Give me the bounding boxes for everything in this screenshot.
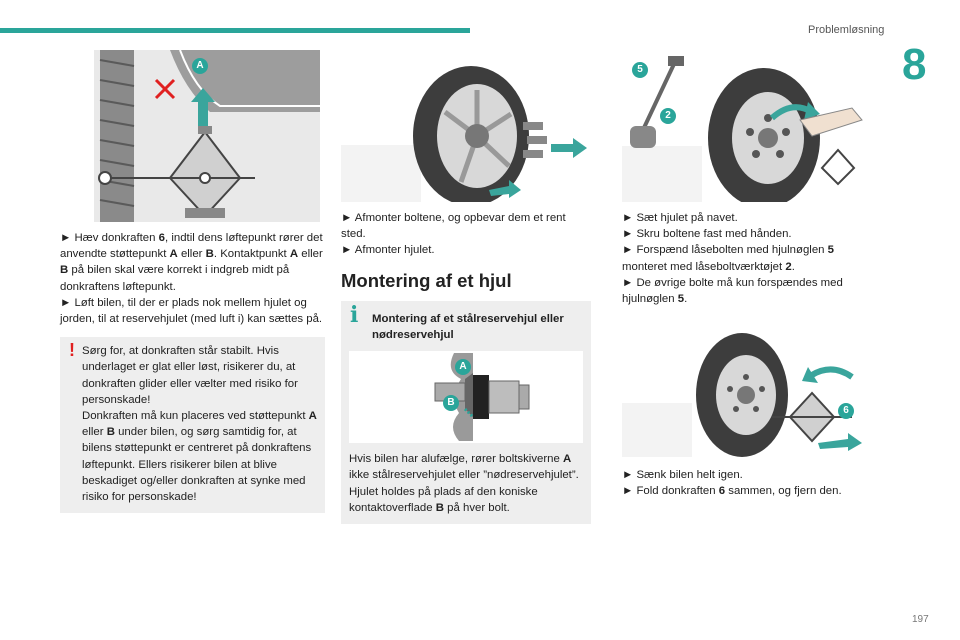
column-3: 5 2 ► Sæt hjulet på navet. ► Skru bolten… <box>622 50 872 500</box>
info-title: Montering af et stålreservehjul eller nø… <box>372 312 564 342</box>
instruction-raise-jack: ► Hæv donkraften 6, indtil dens løftepun… <box>60 232 323 293</box>
instruction-remove-wheel: ► Afmonter hjulet. <box>341 244 435 257</box>
instruction-remove-bolts: ► Afmonter boltene, og opbevar dem et re… <box>341 212 566 241</box>
instruction-hand-tighten: ► Skru boltene fast med hånden. <box>622 228 792 241</box>
section-heading: Montering af et hjul <box>341 269 512 291</box>
instruction-lift-car: ► Løft bilen, til der er plads nok melle… <box>60 296 323 326</box>
badge-6: 6 <box>838 403 854 420</box>
col3-final-instructions: ► Sænk bilen helt igen. ► Fold donkrafte… <box>622 467 872 499</box>
warning-box: ! Sørg for, at donkraften står stabilt. … <box>60 337 325 514</box>
header-accent-bar <box>0 28 470 33</box>
warning-icon: ! <box>69 340 75 361</box>
col3-instructions: ► Sæt hjulet på navet. ► Skru boltene fa… <box>622 210 872 307</box>
column-1: A ► Hæv donkraften 6, indtil dens løftep… <box>60 50 325 514</box>
column-2: ► Afmonter boltene, og opbevar dem et re… <box>341 50 591 525</box>
wheel-fitting-figure: 5 2 <box>622 50 872 202</box>
instruction-mount-wheel: ► Sæt hjulet på navet. <box>622 212 738 224</box>
badge-a: A <box>192 58 208 74</box>
badge-2: 2 <box>660 108 676 124</box>
wheel-removal-illustration <box>341 50 591 202</box>
bolt-cross-section-illustration <box>434 353 530 442</box>
badge-b: B <box>443 395 459 412</box>
badge-a: A <box>455 359 471 376</box>
warning-text-stability: Sørg for, at donkraften står stabilt. Hv… <box>82 345 298 406</box>
warning-text-support-points: Donkraften må kun placeres ved støttepun… <box>82 410 317 504</box>
section-title: Problemløsning <box>808 24 885 36</box>
instruction-pretighten-others: ► De øvrige bolte må kun forspændes med … <box>622 276 843 306</box>
info-icon: i <box>350 301 359 328</box>
page-number: 197 <box>912 614 929 625</box>
chapter-number: 8 <box>902 40 927 89</box>
wheel-fitting-illustration <box>622 50 872 202</box>
jack-lifting-illustration <box>60 50 325 222</box>
info-text: Hvis bilen har alufælge, rører boltskive… <box>349 453 579 514</box>
col2-instructions: ► Afmonter boltene, og opbevar dem et re… <box>341 210 591 259</box>
instruction-pretighten-lock-bolt: ► Forspænd låsebolten med hjulnøglen 5 m… <box>622 244 835 273</box>
lowering-figure: 6 <box>622 327 872 458</box>
col1-instructions: ► Hæv donkraften 6, indtil dens løftepun… <box>60 230 325 327</box>
instruction-fold-jack: ► Fold donkraften 6 sammen, og fjern den… <box>622 485 842 498</box>
lowering-car-illustration <box>622 327 872 458</box>
badge-5: 5 <box>632 62 648 78</box>
bolt-diagram-frame: A B <box>349 351 583 444</box>
info-box: i Montering af et stålreservehjul eller … <box>341 300 591 525</box>
instruction-lower-car: ► Sænk bilen helt igen. <box>622 469 743 482</box>
